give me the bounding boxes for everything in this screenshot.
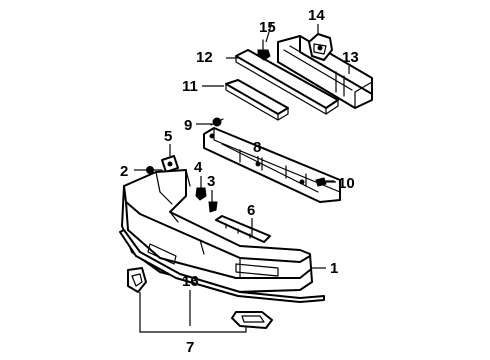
lower-spoiler-16 (119, 229, 325, 303)
fog-lamp-bezel-left (127, 267, 147, 293)
callout-13: 13 (342, 49, 359, 66)
fog-lamp-bezel-right (231, 311, 273, 329)
callout-11: 11 (182, 78, 198, 95)
energy-absorber (225, 79, 289, 121)
callout-12: 12 (196, 49, 213, 66)
screw-2 (146, 166, 163, 174)
callout-7: 7 (186, 339, 194, 356)
upper-absorber (235, 49, 339, 115)
side-bracket-5 (161, 155, 179, 173)
callout-4: 4 (194, 159, 203, 176)
bolt-9 (210, 117, 224, 127)
callout-8: 8 (253, 139, 261, 156)
callout-14: 14 (308, 7, 325, 24)
callout-9: 9 (184, 117, 192, 134)
callout-1: 1 (330, 260, 338, 277)
leader-lines (134, 21, 350, 333)
callout-2: 2 (120, 163, 128, 180)
bumper-cover (121, 169, 313, 293)
bolt-10 (315, 177, 335, 187)
retainer-clip-15 (257, 39, 271, 61)
clip-4 (195, 187, 207, 201)
callout-5: 5 (164, 128, 172, 145)
callout-15: 15 (259, 19, 276, 36)
mounting-bracket (308, 33, 333, 61)
bumper-support (203, 127, 341, 203)
clip-3 (208, 201, 218, 213)
molding-strip-6 (215, 215, 271, 243)
callout-16: 16 (182, 273, 199, 290)
callout-6: 6 (247, 202, 255, 219)
callout-3: 3 (207, 173, 215, 190)
reinforcement-beam (277, 35, 373, 109)
callout-10: 10 (338, 175, 355, 192)
callout-labels: 1 2 3 4 5 6 7 8 9 10 11 12 13 14 15 16 (120, 7, 359, 356)
